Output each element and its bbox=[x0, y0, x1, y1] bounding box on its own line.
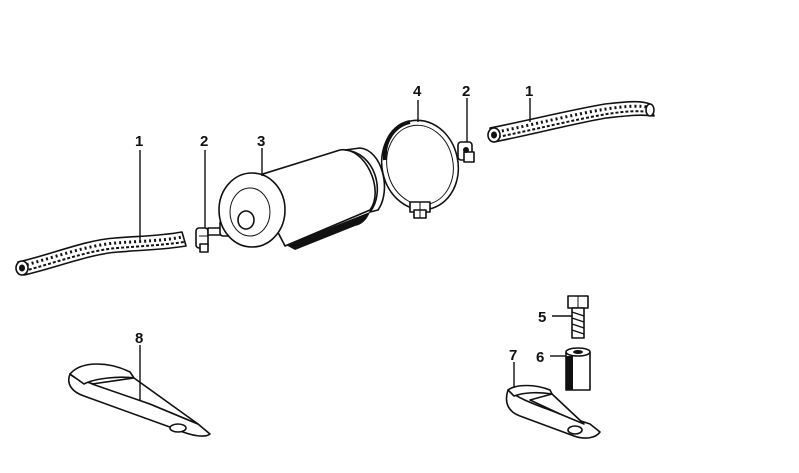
label-bolt: 5 bbox=[538, 309, 546, 326]
bracket-large[interactable] bbox=[68, 363, 211, 437]
label-bracket-small: 7 bbox=[509, 347, 517, 364]
label-strap: 4 bbox=[413, 83, 422, 100]
label-hose-right: 1 bbox=[525, 83, 533, 100]
leader-lines bbox=[139, 98, 572, 400]
label-filter: 3 bbox=[257, 133, 265, 150]
bracket-small[interactable] bbox=[505, 384, 601, 439]
hose-left[interactable] bbox=[15, 231, 187, 276]
label-clamp-left: 2 bbox=[200, 133, 208, 150]
label-spacer: 6 bbox=[536, 349, 544, 366]
label-hose-left: 1 bbox=[135, 133, 143, 150]
bolt[interactable] bbox=[567, 295, 589, 339]
clamp-left[interactable] bbox=[195, 227, 209, 253]
label-clamp-right: 2 bbox=[462, 83, 470, 100]
spacer[interactable] bbox=[565, 347, 591, 391]
hose-right[interactable] bbox=[487, 100, 655, 143]
mounting-strap[interactable] bbox=[373, 113, 466, 219]
clamp-right[interactable] bbox=[457, 141, 475, 163]
fuel-filter[interactable] bbox=[207, 147, 386, 250]
label-bracket-large: 8 bbox=[135, 330, 143, 347]
